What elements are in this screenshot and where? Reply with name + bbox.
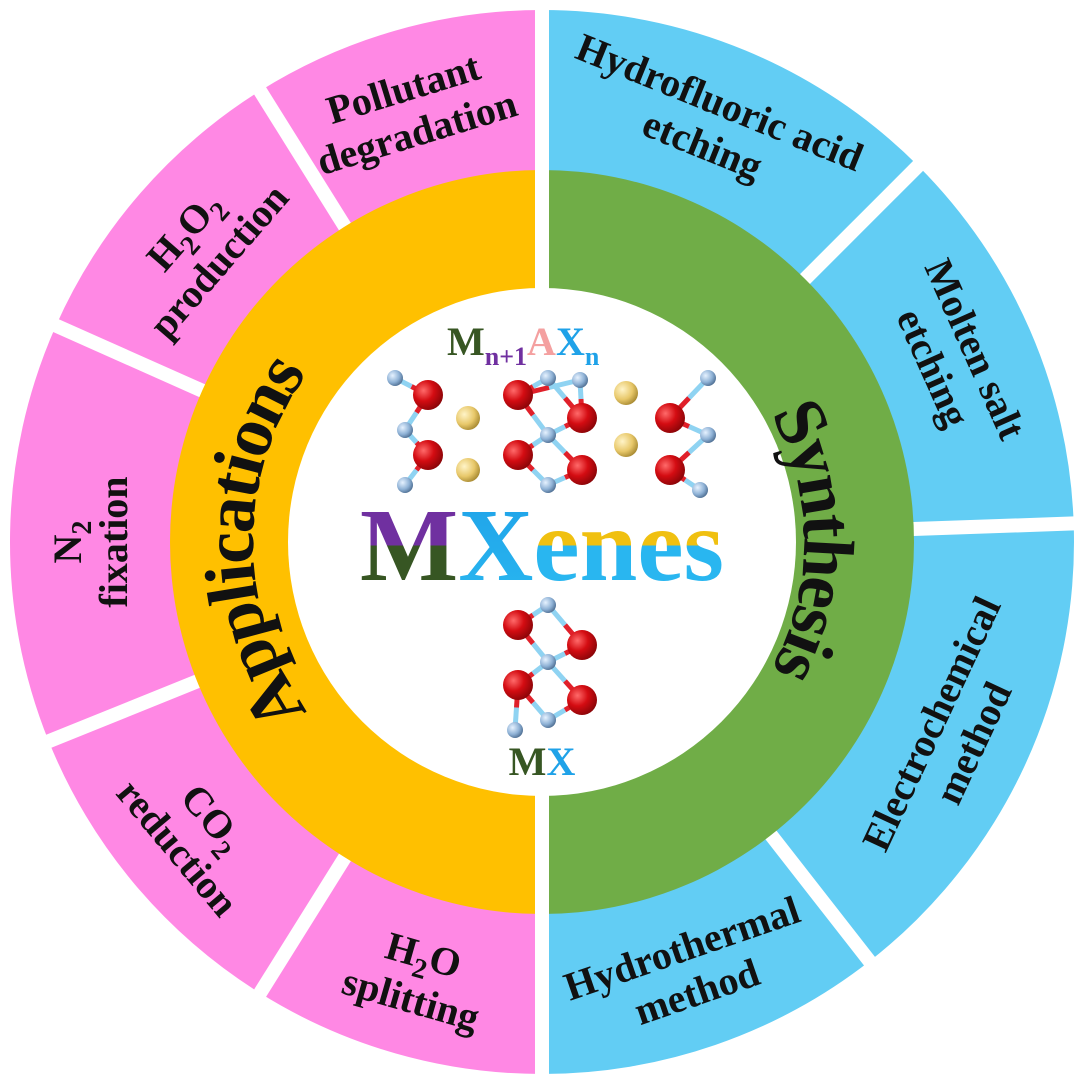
- x-atom: [540, 712, 556, 728]
- x-atom: [540, 654, 556, 670]
- m-atom: [413, 440, 443, 470]
- segment-n2: [9, 325, 204, 742]
- segment-pollutant: [260, 10, 542, 229]
- segment-electro: [769, 523, 1074, 962]
- m-atom: [655, 403, 685, 433]
- segment-divider: [909, 516, 1078, 537]
- x-atom: [692, 482, 708, 498]
- x-atom: [387, 370, 403, 386]
- segment-molten: [803, 165, 1074, 530]
- x-atom: [507, 722, 523, 738]
- x-atom: [700, 370, 716, 386]
- m-atom: [503, 610, 533, 640]
- m-atom: [567, 630, 597, 660]
- segment-divider: [252, 83, 353, 234]
- max-phase-formula: Mn+1AXn: [447, 319, 600, 371]
- segment-divider: [252, 850, 353, 1001]
- m-atom: [503, 670, 533, 700]
- mxenes-title: MXenes: [360, 488, 724, 603]
- segment-divider: [49, 317, 209, 399]
- a-atom: [456, 458, 480, 482]
- segment-hydrothermal: [542, 833, 870, 1074]
- mx-formula: MX: [509, 739, 576, 784]
- x-atom: [700, 427, 716, 443]
- segment-divider: [797, 158, 926, 287]
- segment-divider: [42, 673, 204, 750]
- segment-hf: [542, 10, 919, 281]
- x-atom: [397, 477, 413, 493]
- m-atom: [567, 455, 597, 485]
- m-atom: [567, 403, 597, 433]
- segment-h2o2: [55, 90, 346, 392]
- x-atom: [540, 477, 556, 493]
- a-atom: [456, 406, 480, 430]
- segment-divider: [763, 827, 878, 969]
- label-n2: N2​fixation: [45, 476, 136, 607]
- m-atom: [655, 455, 685, 485]
- a-atom: [614, 433, 638, 457]
- x-atom: [397, 422, 413, 438]
- a-atom: [614, 381, 638, 405]
- x-atom: [572, 372, 588, 388]
- x-atom: [540, 597, 556, 613]
- x-atom: [540, 427, 556, 443]
- outer-ring: [9, 6, 1078, 1078]
- m-atom: [413, 380, 443, 410]
- m-atom: [567, 685, 597, 715]
- m-atom: [503, 440, 533, 470]
- segment-co2: [48, 680, 346, 994]
- m-atom: [503, 380, 533, 410]
- x-atom: [540, 370, 556, 386]
- segment-h2o: [260, 855, 542, 1074]
